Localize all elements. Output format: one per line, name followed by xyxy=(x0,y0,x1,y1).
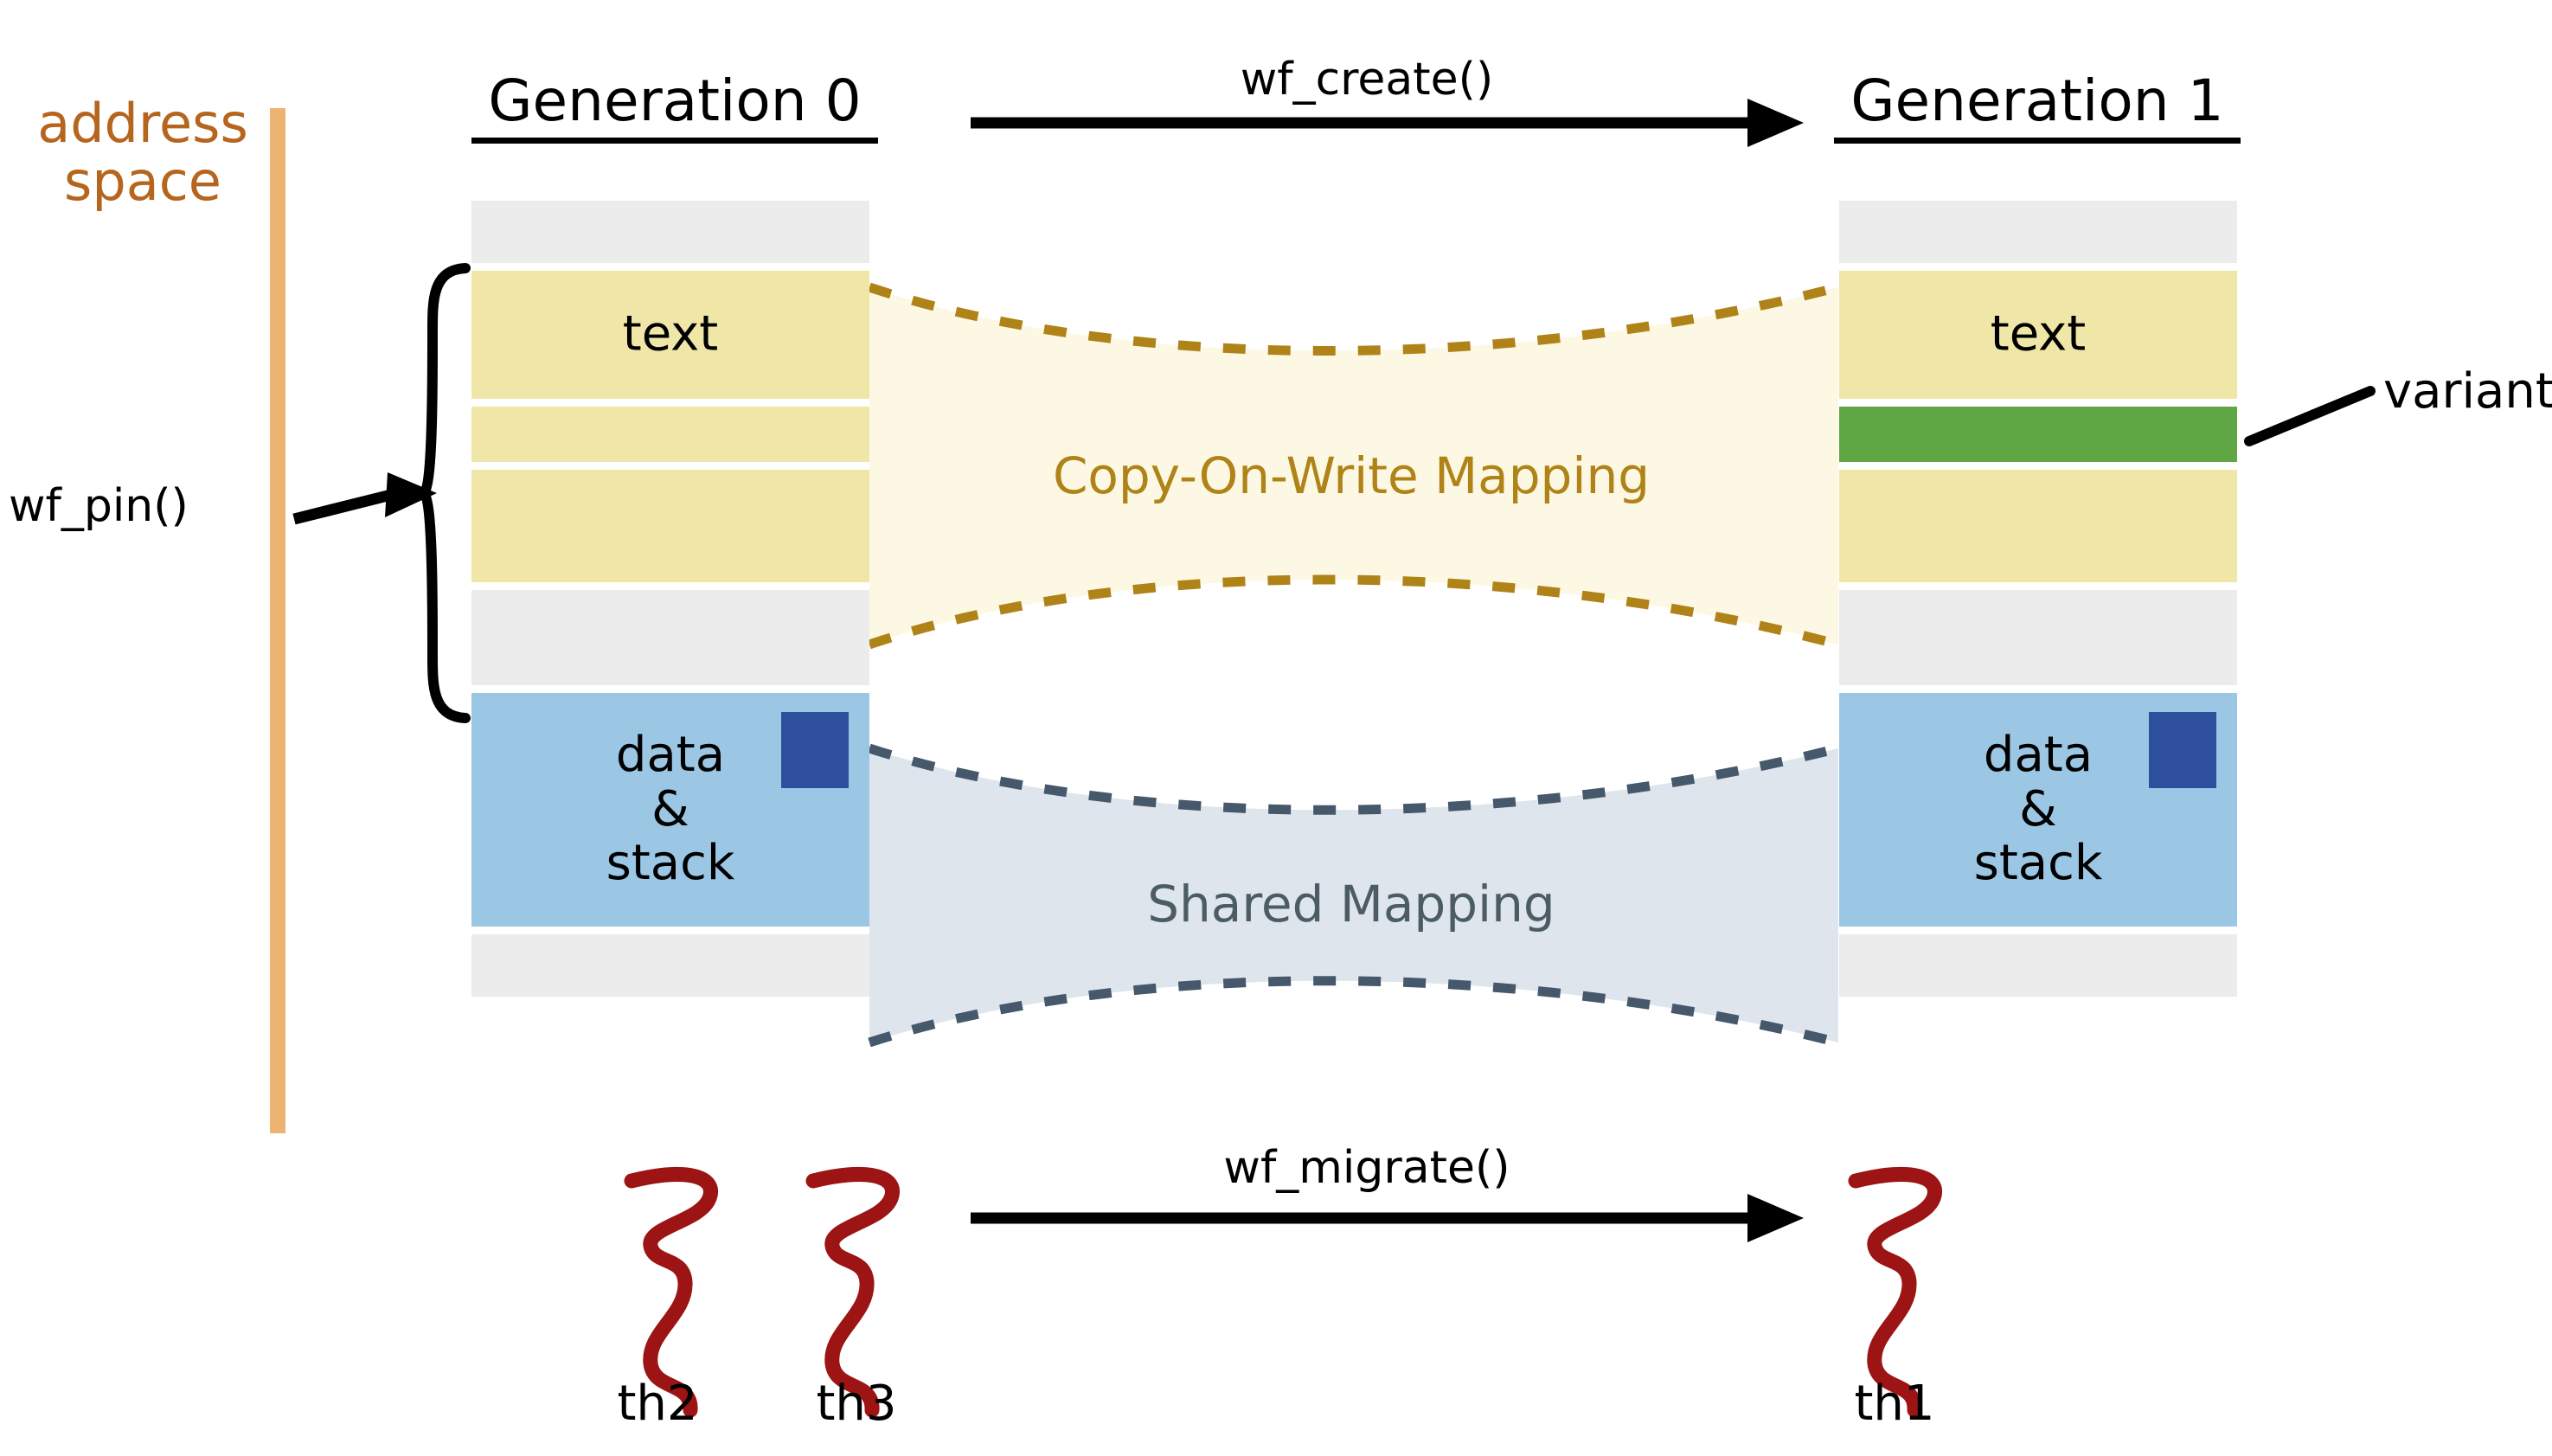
gen0-gap-2 xyxy=(471,399,869,407)
gen1-data-stack-label: data & stack xyxy=(1973,726,2103,892)
thread-label-th2: th2 xyxy=(617,1376,698,1432)
wf-create-label: wf_create() xyxy=(1240,54,1494,106)
wf-create-arrow xyxy=(971,99,1804,147)
address-space-label: address space xyxy=(37,92,248,213)
variant-label: variant xyxy=(2383,363,2552,420)
wf-migrate-label: wf_migrate() xyxy=(1223,1142,1510,1194)
gen1-block-top-padding xyxy=(1839,201,2237,263)
gen1-block-text-segment: text xyxy=(1839,271,2237,399)
shared-mapping-label: Shared Mapping xyxy=(1147,875,1555,933)
gen1-heap-marker xyxy=(2149,712,2216,788)
wf-migrate-arrow xyxy=(971,1194,1804,1242)
generation-0-header: Generation 0 xyxy=(471,67,878,144)
gen0-block-mid-padding xyxy=(471,590,869,685)
gen1-block-mid-padding xyxy=(1839,590,2237,685)
pinned-segments-brace xyxy=(416,263,471,723)
wf-pin-label: wf_pin() xyxy=(9,480,189,532)
gen1-block-data-stack: data & stack xyxy=(1839,693,2237,927)
gen1-block-bot-padding xyxy=(1839,934,2237,997)
gen1-gap-2 xyxy=(1839,399,2237,407)
gen0-block-text-segment: text xyxy=(471,271,869,399)
cow-band-bottom-curve xyxy=(868,574,1840,650)
gen0-block-data-stack: data & stack xyxy=(471,693,869,927)
gen1-block-variant-segment xyxy=(1839,407,2237,462)
gen0-data-stack-label: data & stack xyxy=(606,726,735,892)
gen0-gap-1 xyxy=(471,263,869,271)
wf-pin-arrow xyxy=(292,472,437,525)
gen0-block-text-slot-3 xyxy=(471,470,869,582)
gen1-gap-3 xyxy=(1839,462,2237,470)
gen0-text-label: text xyxy=(622,305,719,362)
gen1-gap-1 xyxy=(1839,263,2237,271)
address-space-bar xyxy=(270,108,285,1133)
gen0-block-top-padding xyxy=(471,201,869,263)
shared-band-bottom-curve xyxy=(868,976,1840,1048)
generation-0-column: text data & stack xyxy=(471,201,869,997)
gen1-text-label: text xyxy=(1990,305,2087,362)
gen0-gap-6 xyxy=(471,927,869,934)
gen1-gap-6 xyxy=(1839,927,2237,934)
generation-1-header: Generation 1 xyxy=(1834,67,2241,144)
cow-band-top-curve xyxy=(868,282,1840,356)
cow-band-fill xyxy=(869,287,1838,645)
gen0-gap-5 xyxy=(471,685,869,693)
gen1-gap-5 xyxy=(1839,685,2237,693)
gen0-gap-4 xyxy=(471,582,869,590)
gen1-block-text-slot-3 xyxy=(1839,470,2237,582)
gen0-gap-3 xyxy=(471,462,869,470)
gen0-heap-marker xyxy=(781,712,849,788)
thread-label-th1: th1 xyxy=(1854,1376,1935,1432)
gen0-block-text-slot-2 xyxy=(471,407,869,462)
variant-leader-line xyxy=(2244,386,2376,446)
shared-band-fill xyxy=(869,748,1838,1042)
gen0-block-bot-padding xyxy=(471,934,869,997)
gen1-gap-4 xyxy=(1839,582,2237,590)
thread-label-th3: th3 xyxy=(816,1376,897,1432)
generation-1-column: text data & stack xyxy=(1839,201,2237,997)
cow-mapping-label: Copy-On-Write Mapping xyxy=(1053,446,1650,505)
shared-band-top-curve xyxy=(868,743,1840,815)
